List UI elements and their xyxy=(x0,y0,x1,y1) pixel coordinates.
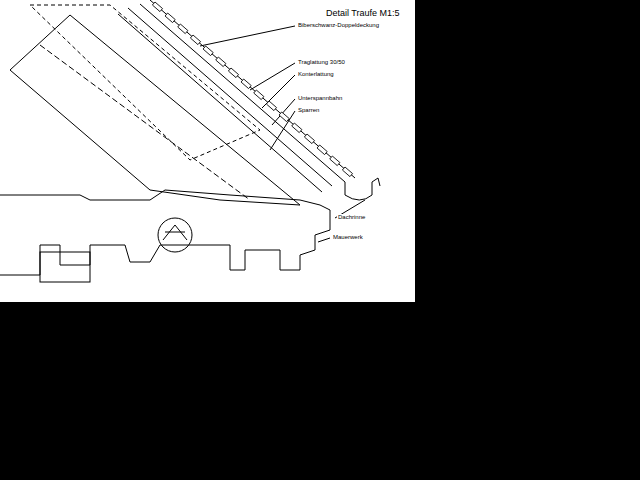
roof-tile xyxy=(203,46,213,56)
roof-tile xyxy=(304,134,314,144)
part-label: Dachrinne xyxy=(337,214,366,221)
leader-line xyxy=(272,99,295,125)
gutter xyxy=(345,182,372,200)
roof-tile xyxy=(330,156,340,166)
roof-line xyxy=(140,4,345,182)
roof-tile xyxy=(279,112,289,122)
part-label: Mauerwerk xyxy=(332,234,364,241)
gutter-hook xyxy=(372,178,380,186)
purlin-outline xyxy=(30,5,260,160)
part-label: Konterlattung xyxy=(297,71,335,78)
roof-tile xyxy=(228,68,238,78)
roof-tile xyxy=(165,13,175,23)
roof-tile xyxy=(152,2,162,12)
roof-tile xyxy=(241,79,251,89)
roof-tile xyxy=(317,145,327,155)
roof-tile xyxy=(216,57,226,67)
drawing-sheet: Detail Traufe M1:5Biberschwanz-Doppeldec… xyxy=(0,0,415,302)
drawing-title: Detail Traufe M1:5 xyxy=(325,8,401,18)
roof-tile xyxy=(266,101,276,111)
roof-tile xyxy=(342,167,352,177)
beam-end xyxy=(158,218,192,252)
leader-line xyxy=(200,26,295,46)
roof-tile xyxy=(178,24,188,34)
beam-hatch xyxy=(163,225,187,240)
roof-tile xyxy=(254,90,264,100)
rafter xyxy=(10,15,300,205)
leader-line xyxy=(250,63,295,90)
roof-line xyxy=(118,14,322,192)
roof-tile xyxy=(292,123,302,133)
eave-section xyxy=(0,0,415,302)
axis-line xyxy=(40,45,250,200)
part-label: Sparren xyxy=(297,107,320,114)
part-label: Biberschwanz-Doppeldeckung xyxy=(297,22,380,29)
leader-line xyxy=(270,111,295,150)
wall-opening xyxy=(40,252,90,282)
wall-section xyxy=(0,190,330,275)
part-label: Traglattung 30/50 xyxy=(297,59,346,66)
roof-tile xyxy=(190,35,200,45)
part-label: Unterspannbahn xyxy=(297,95,343,102)
leader-line xyxy=(318,238,330,242)
